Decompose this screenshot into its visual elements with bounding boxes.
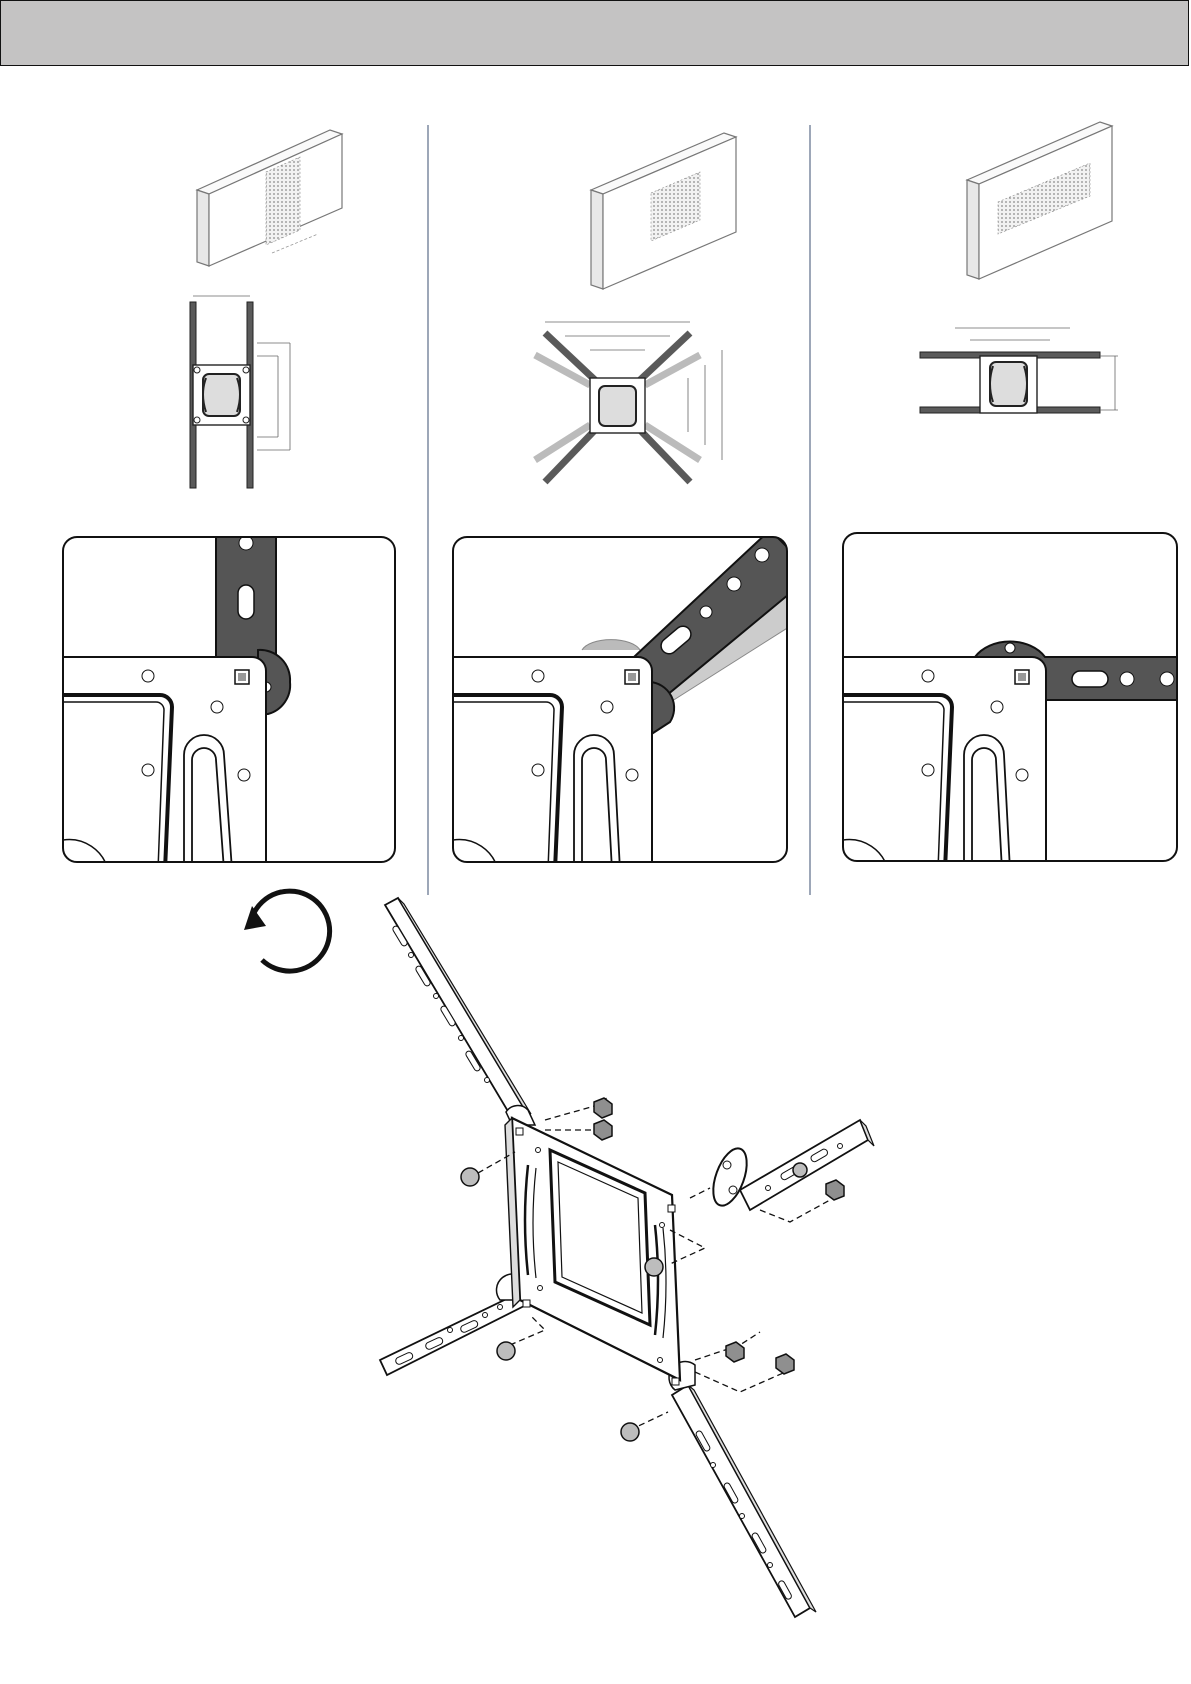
tv-panel-3 <box>967 122 1112 279</box>
bracket-arm-upper-right <box>707 1120 874 1210</box>
mounting-plate <box>505 1118 680 1385</box>
detail-view-diagonal <box>453 530 800 880</box>
tv-panel-2 <box>591 133 736 289</box>
bracket-diagram-diagonal <box>535 322 722 482</box>
tv-panel-1 <box>197 130 342 266</box>
bracket-diagram-vertical <box>190 296 290 488</box>
bracket-diagram-horizontal <box>920 328 1118 413</box>
counterclockwise-rotation-arrow-icon <box>244 891 330 971</box>
bracket-arm-lower-right <box>669 1362 816 1617</box>
detail-view-horizontal <box>843 533 1180 880</box>
exploded-assembly-diagram <box>380 898 874 1617</box>
bracket-arm-upper-left <box>385 898 535 1125</box>
detail-view-vertical <box>63 530 395 880</box>
